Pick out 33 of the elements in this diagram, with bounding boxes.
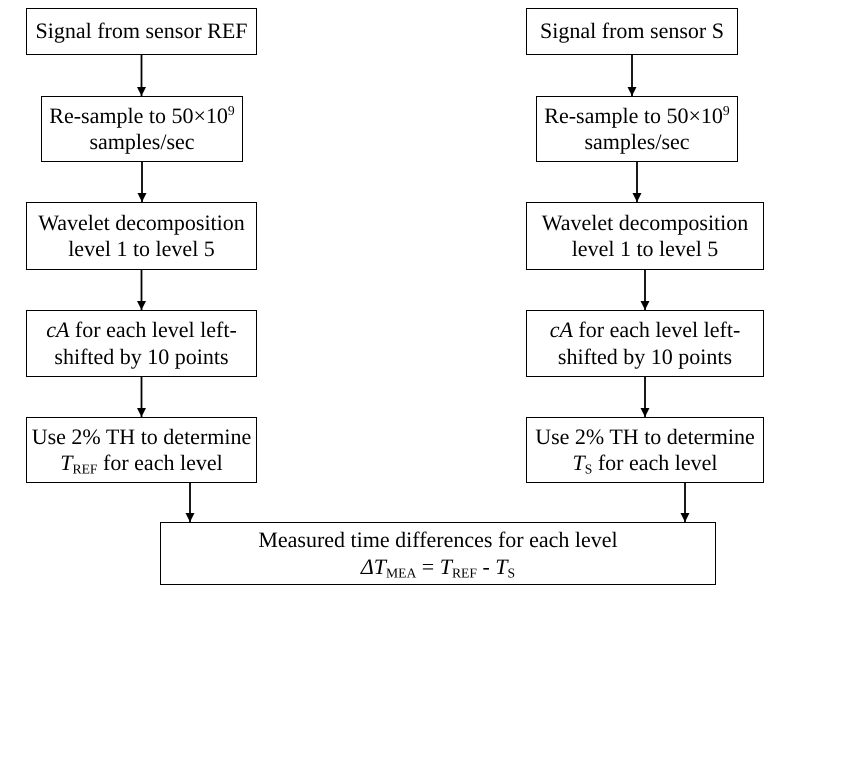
- box-text: Use 2% TH to determine T$_{REF}$ for each level: [30, 424, 252, 476]
- box-text: Re-sample to 50×10$^{9}$ samples/sec: [543, 102, 731, 156]
- arrow: [640, 377, 650, 417]
- process-box: [26, 8, 257, 55]
- box-text: Use 2% TH to determine T$_{S}$ for each level: [534, 424, 756, 476]
- process-box: [26, 310, 257, 377]
- arrow: [137, 377, 146, 417]
- arrow: [186, 483, 194, 522]
- process-box: [160, 522, 716, 585]
- arrow: [137, 55, 146, 96]
- box-text: cA for each level left-shifted by 10 points: [548, 317, 742, 370]
- arrow: [137, 270, 146, 310]
- process-box: [526, 202, 764, 270]
- box-text: Signal from sensor REF: [35, 18, 248, 45]
- arrow: [680, 483, 690, 522]
- process-box: [526, 8, 738, 55]
- arrow: [632, 162, 642, 202]
- process-box: [526, 310, 764, 377]
- box-text: Wavelet decomposition level 1 to level 5: [540, 210, 750, 262]
- process-box: [26, 417, 257, 483]
- arrow: [138, 162, 146, 202]
- arrow: [628, 55, 636, 96]
- process-box: [26, 202, 257, 270]
- box-text: ΔT$_{MEA}$ = T$_{REF}$ - T$_{S}$: [360, 554, 516, 580]
- process-box: [41, 96, 243, 162]
- box-text: Signal from sensor S: [540, 18, 724, 45]
- box-text: Re-sample to 50×10$^{9}$ samples/sec: [48, 102, 236, 156]
- arrow: [640, 270, 650, 310]
- box-text: Measured time differences for each level: [258, 527, 618, 554]
- process-box: [526, 417, 764, 483]
- box-text: cA for each level left-shifted by 10 points: [45, 317, 238, 370]
- box-text: Wavelet decomposition level 1 to level 5: [37, 210, 246, 262]
- process-box: [536, 96, 738, 162]
